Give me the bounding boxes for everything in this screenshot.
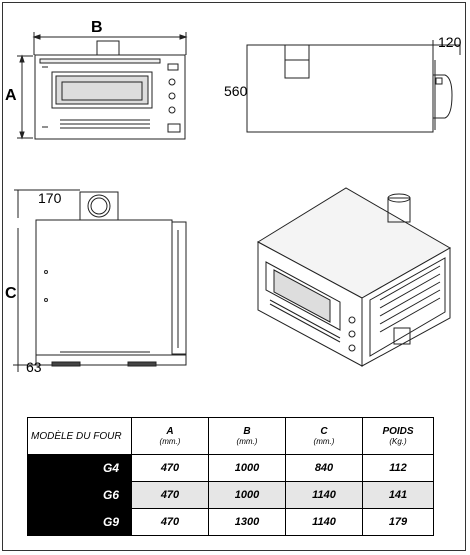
table-header-row: MODÈLE DU FOUR A (mm.) B (mm.) C (mm.) P… [27,417,434,455]
technical-drawings [13,32,461,372]
model-cell: G9 [27,508,132,536]
front-view-drawing [17,32,188,140]
depth-dimension-label: 560 [224,83,248,99]
weight-cell: 112 [362,454,434,482]
c-cell: 1140 [285,481,363,509]
side-view-drawing [246,40,461,133]
table-row: G9 470 1300 1140 179 [27,508,434,536]
header-model: MODÈLE DU FOUR [27,417,132,455]
c-cell: 1140 [285,508,363,536]
model-cell: G4 [27,454,132,482]
page-frame [2,2,466,551]
header-weight-unit: (Kg.) [389,437,407,446]
c-cell: 840 [285,454,363,482]
header-c: C (mm.) [285,417,363,455]
header-b-name: B [243,426,251,437]
header-b-unit: (mm.) [236,437,258,446]
specification-table: MODÈLE DU FOUR A (mm.) B (mm.) C (mm.) P… [27,417,434,536]
header-weight: POIDS (Kg.) [362,417,434,455]
header-a: A (mm.) [131,417,209,455]
table-row: G6 470 1000 1140 141 [27,481,434,509]
header-a-name: A [166,426,174,437]
header-a-unit: (mm.) [159,437,181,446]
dimension-c-label: C [5,285,17,302]
weight-cell: 141 [362,481,434,509]
a-cell: 470 [131,454,209,482]
weight-cell: 179 [362,508,434,536]
chimney-dimension-label: 170 [38,190,62,206]
top-view-drawing [13,189,187,372]
base-dimension-label: 63 [26,359,42,375]
b-cell: 1300 [208,508,286,536]
dimension-b-label: B [91,19,103,36]
a-cell: 470 [131,508,209,536]
b-cell: 1000 [208,454,286,482]
model-cell: G6 [27,481,132,509]
header-c-name: C [320,426,328,437]
dimension-a-label: A [5,87,17,104]
isometric-view-drawing [256,187,452,367]
table-row: G4 470 1000 840 112 [27,454,434,482]
handle-dimension-label: 120 [438,34,462,50]
header-c-unit: (mm.) [313,437,335,446]
a-cell: 470 [131,481,209,509]
b-cell: 1000 [208,481,286,509]
header-weight-name: POIDS [382,426,414,437]
header-b: B (mm.) [208,417,286,455]
